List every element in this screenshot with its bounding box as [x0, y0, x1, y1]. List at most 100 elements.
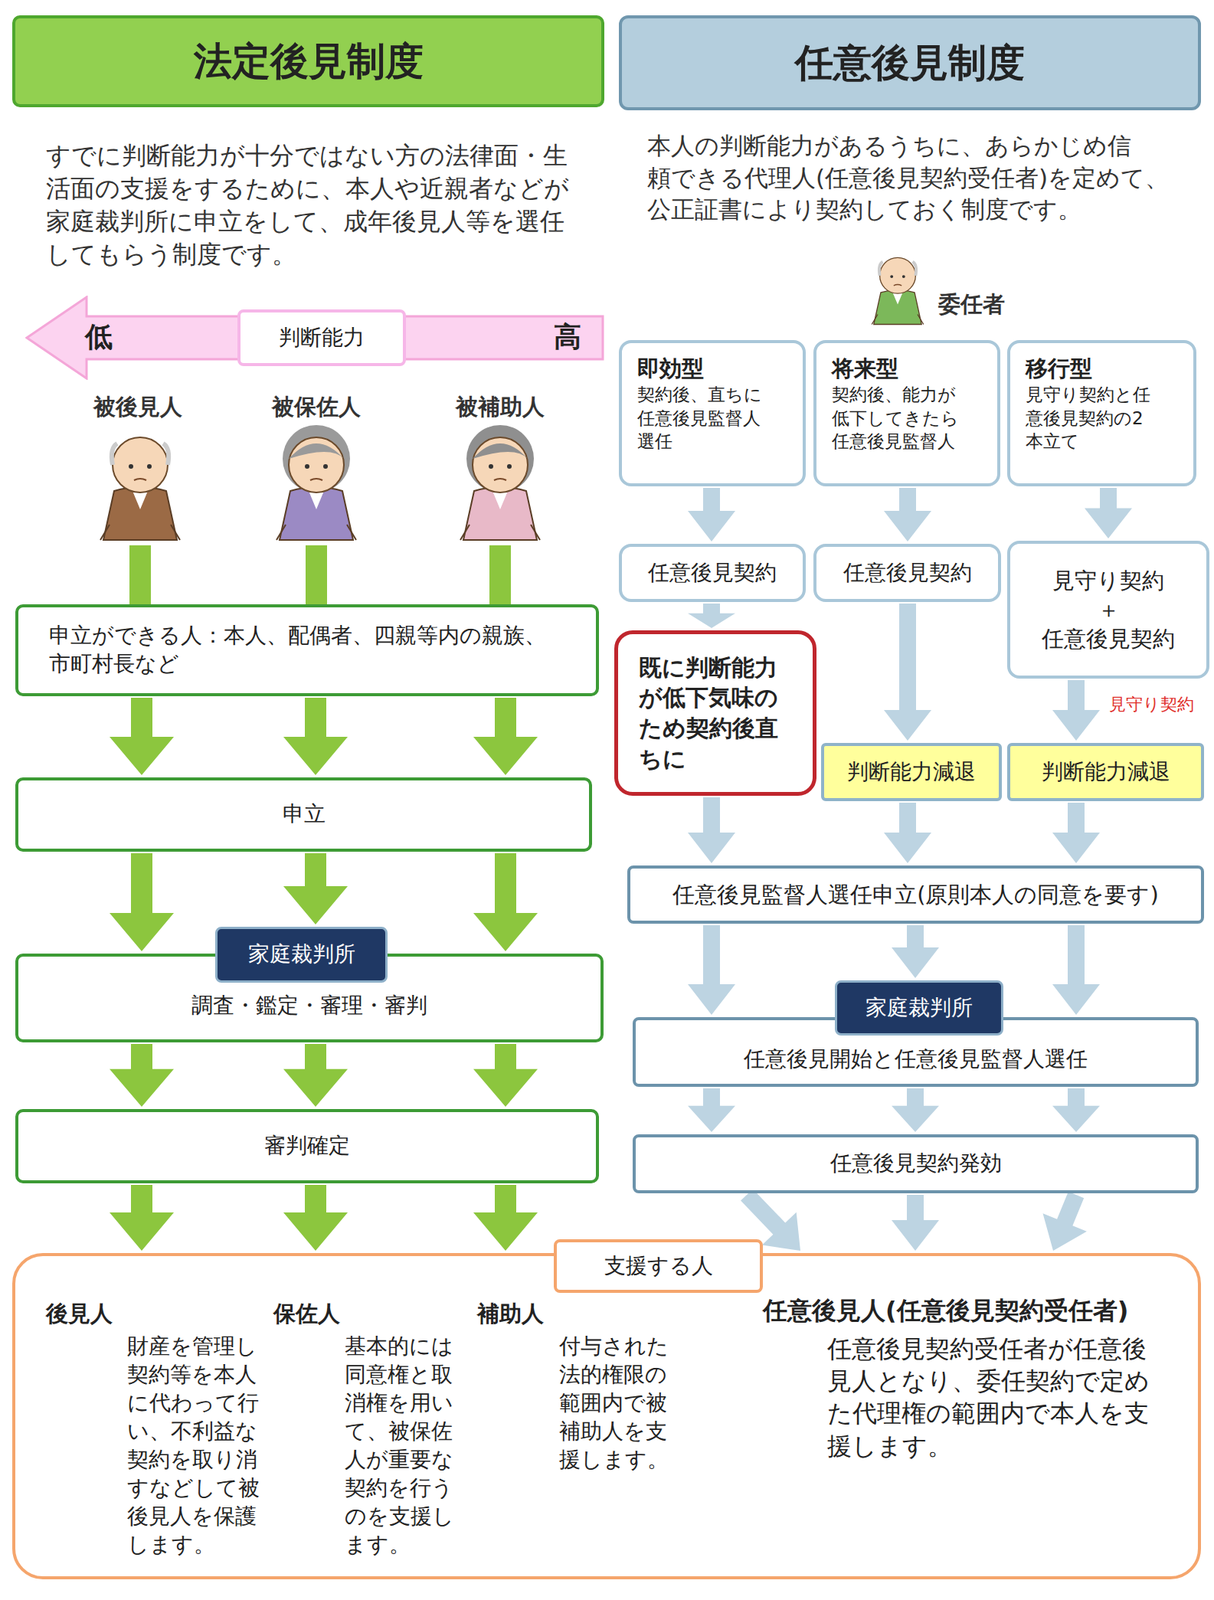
elder-figure [871, 257, 924, 324]
flow-arrow [1052, 802, 1100, 864]
process-box: 任意後見契約 [618, 543, 806, 603]
elder-figure [276, 425, 357, 540]
process-box: 申立ができる人：本人、配偶者、四親等内の親族、 市町村長など [15, 604, 599, 697]
illustration-part [112, 437, 168, 493]
illustration-part [893, 292, 904, 305]
node-text: 任意後見契約 [1041, 624, 1175, 654]
illustration-part [279, 487, 354, 540]
illustration-part [163, 443, 169, 465]
figure-label: 被後見人 [61, 392, 215, 423]
illustration-part [871, 314, 924, 325]
note-box: 既に判断能力 が低下気味の ため契約後直 ちに [614, 630, 817, 796]
flow-arrow [283, 853, 348, 925]
node-text: 支援する人 [604, 1252, 714, 1281]
illustration-part [128, 464, 134, 469]
connector-bar [489, 545, 511, 605]
flow-arrow [473, 853, 538, 952]
node-heading: 任意後見人(任意後見契約受任者) [762, 1294, 1129, 1327]
node-text: 財産を管理し 契約等を本人 に代わって行 い、不利益な 契約を取り消 すなどして… [127, 1332, 266, 1560]
illustration-part [494, 478, 507, 481]
process-box: 申立 [15, 777, 593, 852]
node-text: 任意後見契約 [647, 559, 777, 588]
figure-label: 委任者 [938, 289, 1005, 320]
node-text: 申立ができる人：本人、配偶者、四親等内の親族、 市町村長など [49, 621, 586, 679]
flow-arrow [891, 1088, 940, 1133]
node-text: 任意後見契約発効 [830, 1149, 1002, 1179]
illustration-part [893, 284, 902, 286]
elder-figure [100, 437, 180, 540]
node-heading: 将来型 [831, 353, 899, 383]
flow-arrow [109, 1043, 174, 1107]
illustration-part [472, 443, 528, 459]
illustration-part [879, 261, 884, 276]
flow-arrow [883, 487, 932, 542]
illustration-part [890, 274, 894, 279]
node-heading: 高 [553, 318, 582, 356]
illustration-part [323, 464, 328, 469]
flow-arrow [283, 1043, 348, 1107]
node-text: 契約後、直ちに 任意後見監督人 選任 [637, 382, 779, 453]
flow-arrow [473, 1043, 538, 1107]
node-text: 判断能力減退 [1041, 758, 1171, 787]
illustration-part [463, 487, 537, 540]
scale-label: 判断能力 [237, 309, 406, 367]
support-panel: 後見人財産を管理し 契約等を本人 に代わって行 い、不利益な 契約を取り消 すな… [12, 1253, 1201, 1580]
illustration-part [902, 274, 906, 279]
flow-arrow [1052, 1088, 1100, 1133]
flow-arrow [473, 1184, 538, 1251]
illustration-part [282, 425, 351, 493]
flow-arrow [687, 1088, 736, 1133]
illustration-part [310, 478, 323, 481]
node-heading: 移行型 [1025, 353, 1093, 383]
node-heading: 法定後見制度 [193, 35, 424, 87]
illustration-part [134, 478, 147, 481]
illustration-part [492, 490, 508, 510]
node-text: 判断能力減退 [847, 758, 976, 787]
connector-bar [129, 545, 151, 605]
header-box: 任意後見制度 [618, 15, 1201, 111]
flow-arrow [687, 603, 736, 629]
flow-arrow [1052, 680, 1100, 741]
illustration-part [111, 443, 118, 465]
type-box: 移行型見守り契約と任 意後見契約の2 本立て [1007, 340, 1197, 487]
node-text: 審判確定 [264, 1132, 351, 1161]
process-box: 見守り契約＋任意後見契約 [1007, 540, 1210, 679]
node-text: 任意後見契約受任者が任意後 見人となり、委任契約で定め た代理権の範囲内で本人を… [827, 1332, 1172, 1463]
illustration-part [507, 464, 512, 469]
node-heading: 任意後見制度 [795, 37, 1025, 89]
description: 本人の判断能力があるうちに、あらかじめ信 頼できる代理人(任意後見契約受任者)を… [647, 130, 1193, 226]
arrow-outline [26, 297, 603, 379]
node-text: 家庭裁判所 [865, 994, 973, 1023]
node-text: 申立 [282, 800, 326, 829]
edge-label: 見守り契約 [1109, 693, 1195, 716]
illustration-part [276, 524, 357, 540]
type-box: 将来型契約後、能力が 低下してきたら 任意後見監督人 [813, 340, 1001, 487]
node-heading: 既に判断能力 が低下気味の ため契約後直 ちに [638, 652, 792, 774]
illustration-part [132, 490, 148, 510]
description: すでに判断能力が十分ではない方の法律面・生 活面の支援をするために、本人や近親者… [45, 139, 592, 272]
illustration-part [912, 261, 917, 276]
court-tag: 家庭裁判所 [215, 926, 388, 983]
node-text: 調査・鑑定・審理・審判 [191, 991, 428, 1021]
node-text: ＋ [1097, 595, 1120, 625]
panel-tag: 支援する人 [553, 1239, 763, 1293]
node-text: 判断能力 [278, 323, 365, 353]
node-text: 家庭裁判所 [248, 940, 356, 969]
connector-bar [305, 545, 328, 605]
state-box: 判断能力減退 [821, 742, 1002, 802]
flow-arrow [883, 603, 932, 741]
state-box: 判断能力減退 [1007, 742, 1205, 802]
flow-arrow [109, 697, 174, 776]
flow-arrow [109, 853, 174, 952]
process-box: 任意後見契約 [813, 543, 1002, 603]
flow-arrow [1043, 1191, 1087, 1251]
process-box: 審判確定 [15, 1109, 599, 1184]
node-text: 任意後見監督人選任申立(原則本人の同意を要す) [672, 880, 1159, 910]
node-text: 任意後見契約 [843, 559, 972, 588]
illustration-part [460, 524, 540, 540]
illustration-part [873, 290, 922, 325]
node-heading: 後見人 [45, 1299, 113, 1329]
flow-arrow [473, 697, 538, 776]
node-text: 基本的には 同意権と取 消権を用い て、被保佐 人が重要な 契約を行う のを支援… [344, 1332, 460, 1560]
